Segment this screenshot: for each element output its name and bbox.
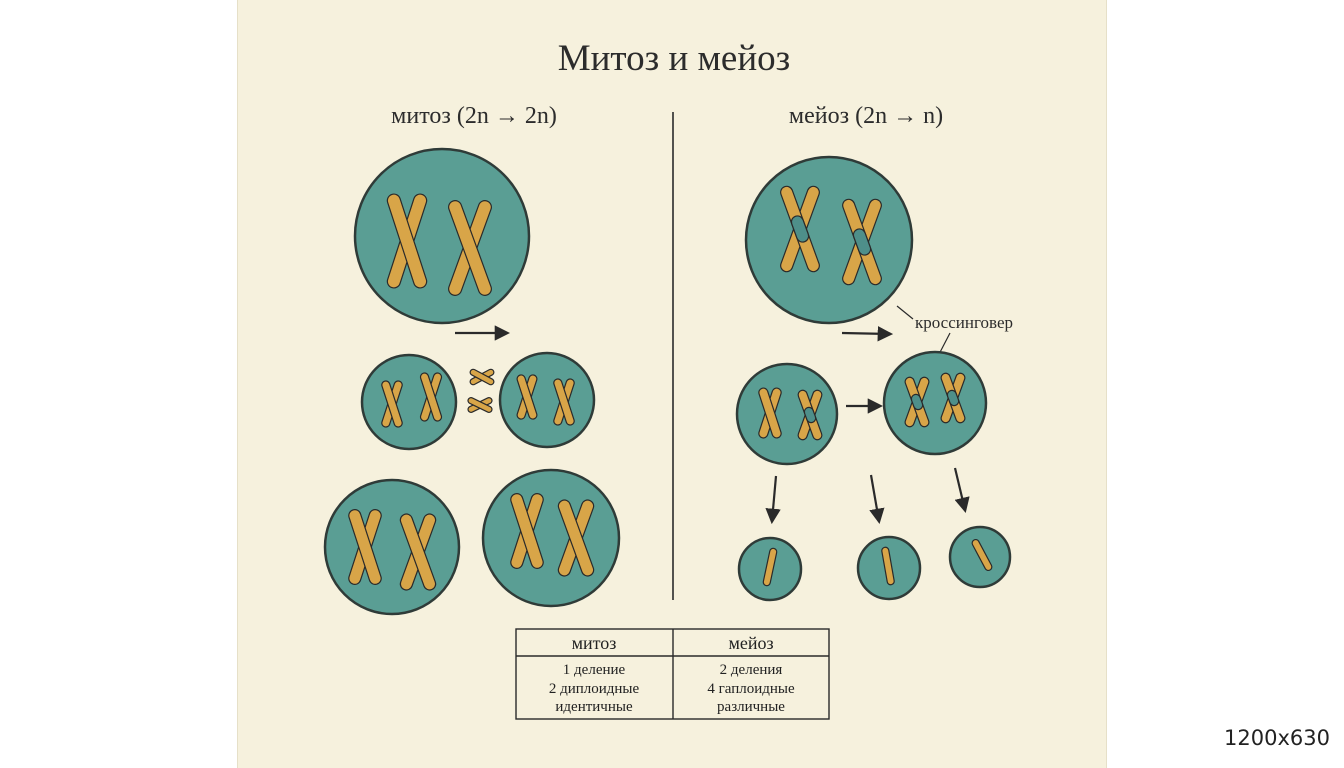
meiosis-arrow-down-3	[953, 467, 970, 513]
image-size-label: 1200x630	[1224, 726, 1330, 750]
mitosis-daughter-right-chromosomes	[510, 493, 595, 577]
chromosome-crossover-segment	[852, 228, 872, 256]
chromosome-arm	[381, 380, 403, 428]
chromosome-arm	[448, 200, 492, 296]
chromosome-arm	[467, 397, 493, 413]
chromosome	[762, 547, 778, 587]
chromosome	[881, 546, 895, 586]
meiosis-cell-2	[882, 350, 988, 456]
meiosis-arrow-down-1	[765, 475, 781, 525]
mitosis-dividing-cell-right	[498, 351, 596, 449]
chromosome	[971, 538, 993, 572]
chromosome-arm	[557, 499, 595, 577]
table-cell-r2-mitosis: 2 диплоидные	[549, 681, 640, 697]
meiosis-gamete-3-chromosome	[971, 538, 993, 572]
table-cell-r1-mitosis: 1 деление	[563, 662, 626, 678]
table-cell-r3-meiosis: различные	[717, 699, 785, 715]
mitosis-separating-chromosomes	[467, 368, 495, 413]
mitosis-parent-chromosomes	[386, 193, 492, 296]
meiosis-cell-2-chromosomes	[904, 372, 966, 428]
chromosome-crossover-segment	[946, 389, 960, 407]
table-header-mitosis: митоз	[572, 633, 617, 653]
mitosis-dividing-left-chromosomes	[381, 372, 443, 428]
meiosis-parent-chromosomes	[780, 185, 882, 286]
chromosome-arm	[419, 372, 443, 422]
chromosome-arm	[469, 368, 495, 386]
meiosis-parent-cell	[744, 155, 914, 325]
crossover-label: кроссинговер	[915, 313, 1013, 332]
table-header-meiosis: мейоз	[728, 633, 773, 653]
chromosome-crossover-segment	[803, 406, 817, 424]
mitosis-dividing-cell-left	[360, 353, 458, 451]
chromosome-arm	[510, 493, 544, 569]
mitosis-dividing-right-chromosomes	[516, 374, 575, 426]
meiosis-gamete-1-chromosome	[762, 547, 778, 587]
mitosis-heading: митоз (2n → 2n)	[391, 103, 557, 129]
meiosis-heading: мейоз (2n → n)	[789, 103, 943, 129]
chromosome-arm	[553, 378, 575, 426]
mitosis-daughter-left-chromosomes	[348, 509, 437, 591]
chromosome-crossover-segment	[910, 393, 924, 411]
table-cell-r3-mitosis: идентичные	[555, 699, 633, 715]
meiosis-arrow-1	[841, 326, 894, 342]
meiosis-cell-1	[735, 362, 839, 466]
chromosome-arm	[399, 513, 437, 591]
chromosome-arm	[516, 374, 538, 420]
page-title: Митоз и мейоз	[558, 38, 791, 79]
mitosis-parent-cell	[353, 147, 531, 325]
chromosome-arm	[348, 509, 382, 585]
chromosome-arm	[386, 193, 428, 289]
chromosome-arm	[758, 387, 782, 439]
chromosome-crossover-segment	[790, 215, 810, 243]
mitosis-daughter-cell-right	[481, 468, 621, 608]
meiosis-arrow-down-2	[869, 474, 885, 525]
comparison-table: митоз мейоз 1 деление 2 деления 2 диплои…	[515, 628, 830, 720]
table-cell-r1-meiosis: 2 деления	[720, 662, 783, 678]
crossover-leader-line	[896, 305, 914, 320]
meiosis-cell-1-chromosomes	[758, 387, 823, 441]
mitosis-daughter-cell-left	[323, 478, 461, 616]
meiosis-gamete-2-chromosome	[881, 546, 895, 586]
table-cell-r2-meiosis: 4 гаплоидные	[707, 681, 795, 697]
